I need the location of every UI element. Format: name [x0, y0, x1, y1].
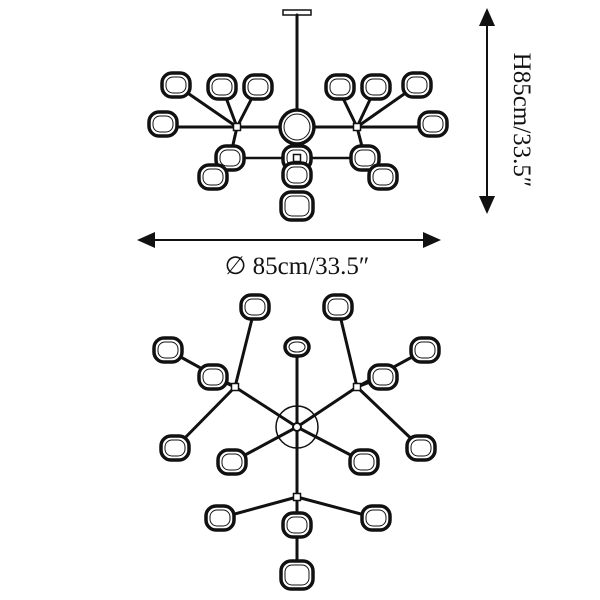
glass-globe — [409, 336, 441, 364]
glass-globe-inner — [354, 149, 376, 167]
hub-joint — [232, 122, 242, 132]
side-elevation-view — [147, 9, 449, 222]
center-hub — [292, 422, 302, 432]
glass-globe — [147, 110, 179, 138]
glass-globe-inner — [372, 368, 394, 386]
glass-globe-inner — [327, 298, 349, 316]
glass-globe — [283, 336, 311, 358]
glass-globe — [159, 434, 191, 462]
glass-globe — [197, 363, 229, 391]
glass-globe-inner — [329, 78, 351, 96]
glass-globe — [401, 71, 433, 99]
glass-globe-inner — [247, 78, 269, 96]
glass-globe — [367, 363, 399, 391]
glass-globe-inner — [410, 439, 432, 457]
hub-joint — [292, 153, 302, 163]
hub-joint — [352, 382, 362, 392]
glass-globe — [367, 163, 399, 191]
glass-globe — [279, 559, 315, 591]
glass-globe — [242, 73, 274, 101]
glass-globe — [360, 504, 392, 532]
glass-globe-inner — [372, 168, 394, 186]
glass-globe-inner — [288, 341, 306, 353]
glass-globe — [239, 293, 271, 321]
glass-globe-inner — [157, 341, 179, 359]
glass-globe-inner — [244, 298, 266, 316]
glass-globe — [281, 511, 313, 539]
glass-globe — [281, 161, 313, 189]
glass-globe — [348, 448, 380, 476]
glass-globe — [349, 144, 381, 172]
center-globe-inner — [283, 113, 311, 141]
glass-globe-inner — [165, 76, 187, 94]
glass-globe-inner — [422, 115, 444, 133]
hub-joint — [292, 492, 302, 502]
glass-globe-inner — [202, 168, 224, 186]
diameter-dimension-label: ∅ 85cm/33.5″ — [224, 253, 370, 280]
glass-globe — [417, 110, 449, 138]
glass-globe-inner — [211, 78, 233, 96]
glass-globe-inner — [209, 509, 231, 527]
arm-rod — [295, 385, 359, 429]
glass-globe — [160, 71, 192, 99]
glass-globe-inner — [164, 439, 186, 457]
glass-globe-inner — [365, 509, 387, 527]
glass-globe-inner — [284, 195, 310, 217]
glass-globe-inner — [406, 76, 428, 94]
height-dimension-label: H85cm/33.5″ — [508, 52, 535, 188]
glass-globe — [204, 504, 236, 532]
plan-view — [152, 293, 441, 591]
arm-rod — [233, 385, 299, 429]
glass-globe — [214, 144, 246, 172]
glass-globe-inner — [353, 453, 375, 471]
glass-globe — [152, 336, 184, 364]
glass-globe — [206, 73, 238, 101]
glass-globe — [360, 73, 392, 101]
glass-globe — [279, 190, 315, 222]
glass-globe-inner — [286, 516, 308, 534]
glass-globe-inner — [286, 166, 308, 184]
glass-globe — [405, 434, 437, 462]
hub-joint — [230, 382, 240, 392]
glass-globe-inner — [219, 149, 241, 167]
glass-globe-inner — [221, 453, 243, 471]
center-globe — [278, 108, 316, 146]
glass-globe-inner — [202, 368, 224, 386]
glass-globe-inner — [284, 564, 310, 586]
glass-globe — [197, 163, 229, 191]
glass-globe — [324, 73, 356, 101]
hub-joint — [352, 122, 362, 132]
glass-globe-inner — [152, 115, 174, 133]
glass-globe — [216, 448, 248, 476]
glass-globe-inner — [414, 341, 436, 359]
glass-globe — [322, 293, 354, 321]
glass-globe-inner — [365, 78, 387, 96]
